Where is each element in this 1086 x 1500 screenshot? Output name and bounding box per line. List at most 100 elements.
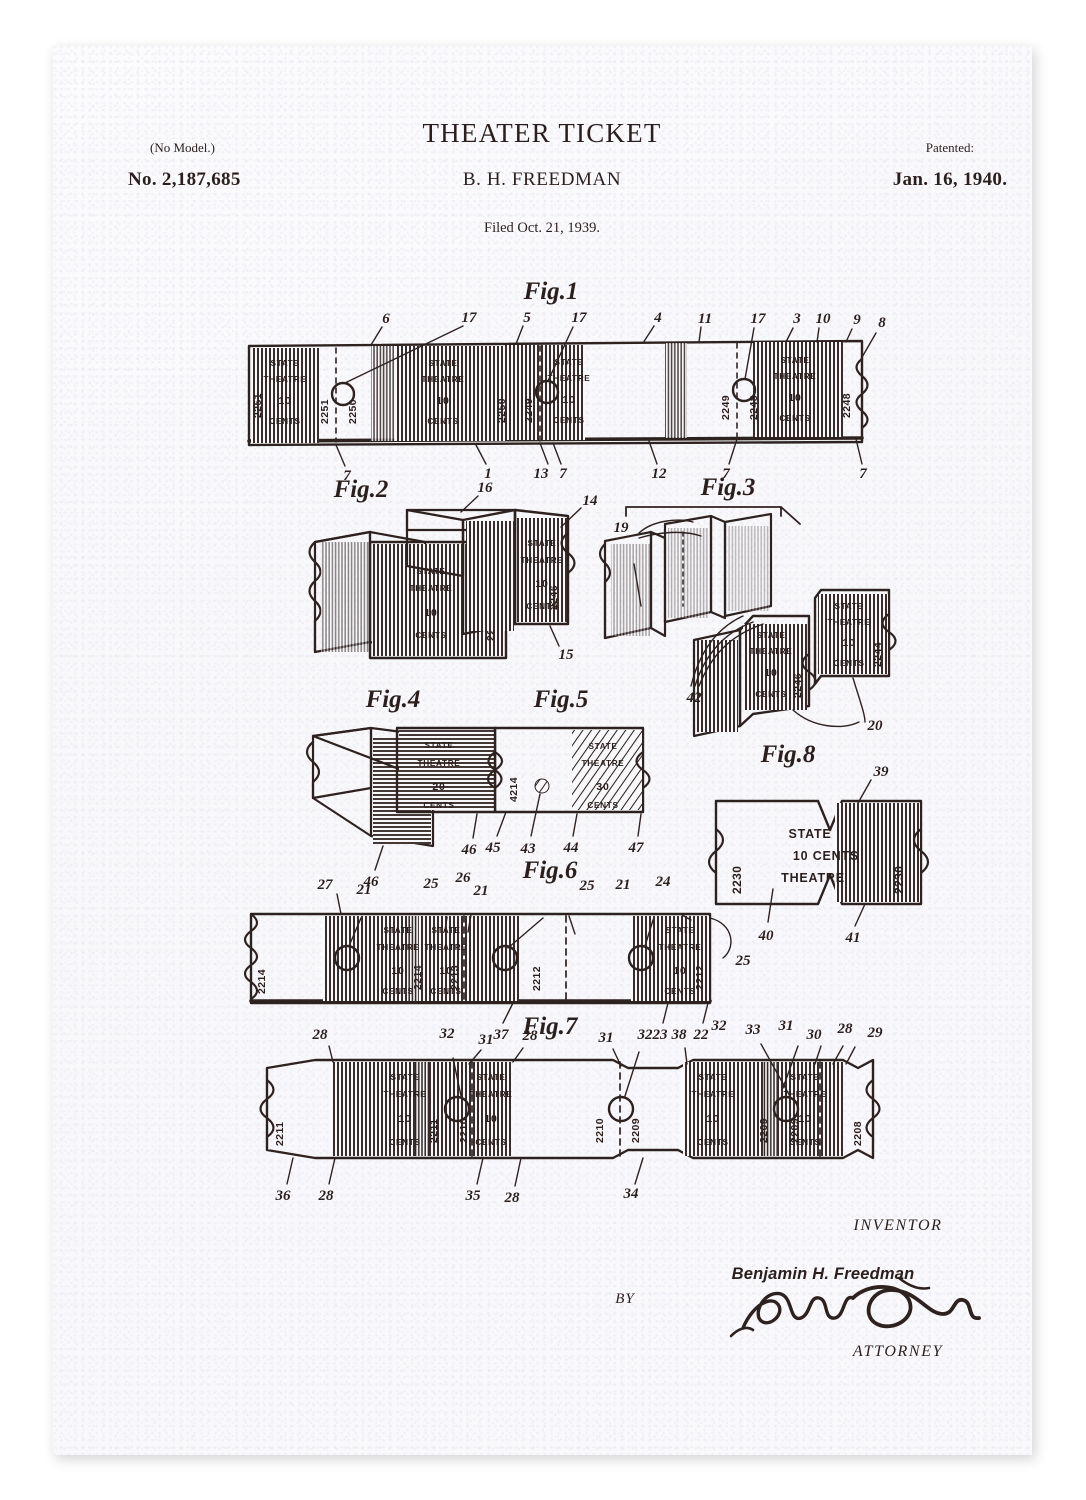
svg-text:2213: 2213	[449, 965, 461, 990]
fig7-ticket-panels	[333, 1062, 843, 1156]
svg-text:31: 31	[478, 1032, 494, 1048]
svg-text:32: 32	[711, 1018, 728, 1034]
attorney-signature-mark	[729, 1276, 981, 1338]
attorney-label: ATTORNEY	[852, 1343, 944, 1360]
svg-text:CENTS: CENTS	[755, 690, 786, 699]
svg-text:THEATRE: THEATRE	[750, 647, 793, 656]
svg-text:2251: 2251	[252, 393, 264, 418]
svg-text:STATE: STATE	[588, 742, 617, 751]
fig1-punch-holes	[330, 377, 757, 407]
fig3-label: Fig.3	[700, 474, 756, 501]
fig5-reference-numerals: 45 43 44 47	[485, 840, 645, 857]
svg-text:10: 10	[798, 1113, 811, 1125]
fig6-ticket-panels	[323, 916, 709, 1001]
fig6-label: Fig.6	[522, 857, 578, 884]
svg-text:2249: 2249	[720, 395, 732, 420]
fig1-perforation-lines	[335, 342, 738, 443]
svg-text:CENTS: CENTS	[382, 987, 413, 996]
svg-text:17: 17	[751, 311, 767, 327]
svg-text:2250: 2250	[347, 399, 359, 424]
svg-text:2244: 2244	[872, 642, 884, 667]
fig7-punch-holes	[443, 1095, 800, 1123]
fig4-label: Fig.4	[365, 686, 421, 713]
fig2-leader-lines	[460, 495, 582, 647]
fig6-perforation-lines	[463, 915, 567, 1002]
svg-text:7: 7	[859, 466, 867, 482]
fig1-reference-numerals: 6 17 5 17 4 11 17 3 10 9 8 7 1 13 7 12 7…	[343, 310, 886, 484]
patented-label: Patented:	[926, 140, 974, 155]
svg-text:25: 25	[579, 878, 596, 894]
fig1-label: Fig.1	[523, 278, 579, 305]
figure-fig2: Fig.2 STATE THEATRE 10 CENTS 2246 STATE …	[308, 476, 598, 663]
svg-text:10: 10	[788, 392, 801, 404]
svg-text:33: 33	[745, 1022, 762, 1038]
svg-text:2209: 2209	[789, 1118, 801, 1143]
svg-text:34: 34	[623, 1186, 640, 1202]
svg-text:THEATRE: THEATRE	[418, 759, 461, 768]
svg-text:10: 10	[278, 395, 291, 407]
svg-text:2248: 2248	[841, 393, 853, 418]
fig1-ticket-panels	[251, 342, 843, 443]
svg-text:10: 10	[842, 637, 855, 649]
svg-text:STATE: STATE	[390, 1073, 419, 1082]
svg-text:23: 23	[652, 1027, 669, 1043]
svg-text:43: 43	[520, 841, 537, 857]
signature-block: BY INVENTOR Benjamin H. Freedman ATTORNE…	[615, 1217, 981, 1360]
svg-text:40: 40	[758, 928, 775, 944]
svg-text:29: 29	[867, 1025, 884, 1041]
patent-drawing-svg: (No Model.) No. 2,187,685 THEATER TICKET…	[128, 118, 1007, 1360]
fig1-serial-numbers: 2251 2251 2250 2250 2249 2249 2248 2248	[252, 393, 853, 424]
fig5-leader-lines	[496, 793, 642, 837]
svg-text:CENTS: CENTS	[475, 1138, 506, 1147]
svg-text:STATE: STATE	[790, 1073, 819, 1082]
svg-text:CENTS: CENTS	[833, 659, 864, 668]
figure-fig1: Fig.1 STATE THEATR	[247, 278, 886, 484]
svg-text:STATE: STATE	[527, 539, 556, 548]
svg-text:CENTS: CENTS	[587, 801, 618, 810]
svg-text:CENTS: CENTS	[553, 416, 584, 425]
svg-text:28: 28	[312, 1027, 329, 1043]
fig3-reference-numerals: 19 42 20	[614, 520, 884, 734]
fig7-leader-lines	[286, 1043, 856, 1187]
svg-text:STATE: STATE	[834, 602, 863, 611]
fig7-perforation-lines	[471, 1061, 821, 1157]
fig8-reference-numerals: 39 40 41	[758, 764, 890, 946]
svg-text:2214: 2214	[256, 969, 268, 994]
fig2-label: Fig.2	[333, 476, 389, 503]
figure-fig4: Fig.4 STATE THEATRE 20 CENTS 46 46	[305, 686, 503, 890]
fig8-label: Fig.8	[760, 741, 816, 768]
fig4-leader-lines	[374, 813, 478, 871]
svg-text:3: 3	[792, 311, 801, 327]
fig1-leader-lines	[335, 325, 877, 467]
svg-text:39: 39	[873, 764, 890, 780]
svg-text:10: 10	[706, 1113, 719, 1125]
svg-text:THEATRE: THEATRE	[781, 871, 845, 885]
svg-text:10 CENTS: 10 CENTS	[793, 849, 859, 863]
patent-number: No. 2,187,685	[128, 169, 241, 190]
svg-text:10: 10	[535, 578, 548, 590]
svg-text:STATE: STATE	[554, 358, 583, 367]
svg-text:26: 26	[455, 870, 472, 886]
svg-text:THEATRE: THEATRE	[377, 943, 420, 952]
svg-text:2212: 2212	[531, 966, 543, 991]
svg-text:STATE: STATE	[756, 631, 785, 640]
svg-text:2248: 2248	[748, 395, 760, 420]
svg-text:CENTS: CENTS	[789, 1138, 820, 1147]
svg-text:2211: 2211	[274, 1122, 286, 1146]
svg-text:2208: 2208	[852, 1121, 864, 1146]
svg-text:25: 25	[735, 953, 752, 969]
svg-text:2230: 2230	[730, 866, 744, 894]
svg-text:2246: 2246	[792, 673, 804, 698]
fig6-serial-numbers: 2214 2214 2213 2212 2212	[256, 965, 706, 994]
svg-text:CENTS: CENTS	[779, 414, 810, 423]
svg-text:5: 5	[523, 310, 531, 326]
svg-text:2210: 2210	[458, 1118, 470, 1143]
svg-text:2209: 2209	[758, 1118, 770, 1143]
fig7-serial-numbers: 2211 2211 2210 2210 2209 2209 2209 2208	[274, 1118, 864, 1146]
svg-text:10: 10	[673, 965, 686, 977]
svg-text:THEATRE: THEATRE	[422, 375, 465, 384]
svg-text:2214: 2214	[412, 965, 424, 990]
svg-text:2212: 2212	[694, 965, 706, 990]
svg-text:30: 30	[806, 1027, 823, 1043]
svg-text:THEATRE: THEATRE	[828, 618, 871, 627]
